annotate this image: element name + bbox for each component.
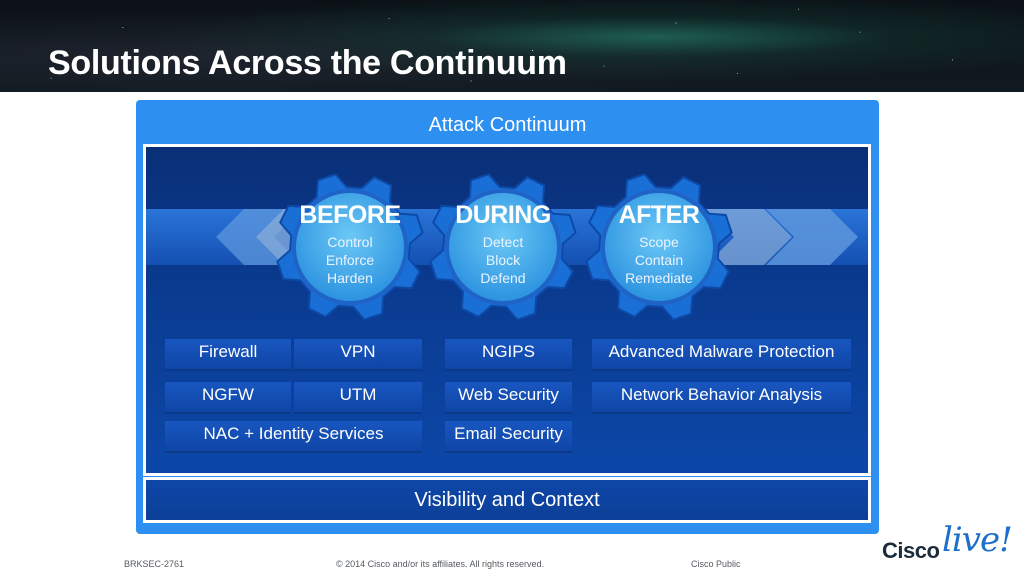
logo-cisco-word: Cisco — [882, 538, 940, 563]
solution-web-security: Web Security — [445, 382, 572, 414]
phase-after-line-1: Scope — [639, 234, 679, 250]
footer-copyright: © 2014 Cisco and/or its affiliates. All … — [336, 559, 545, 569]
solution-network-behavior-analysis: Network Behavior Analysis — [592, 382, 851, 414]
solution-ngips: NGIPS — [445, 339, 572, 371]
attack-continuum-label: Attack Continuum — [428, 114, 587, 136]
gear-after-icon — [585, 173, 733, 321]
gear-during-icon — [429, 173, 577, 321]
cisco-live-logo: Cisco live! — [880, 516, 1013, 566]
solutions-panel: BEFORE Control Enforce Harden DURING Det… — [143, 144, 871, 476]
footer-session-id: BRKSEC-2761 — [124, 559, 185, 569]
phase-after-line-2: Contain — [634, 252, 684, 268]
phase-before-line-3: Harden — [327, 270, 373, 286]
title-banner: Solutions Across the Continuum — [0, 0, 1024, 92]
phase-during-title: DURING — [455, 201, 551, 229]
phase-during-line-1: Detect — [482, 234, 524, 250]
visibility-context-bar: Visibility and Context — [143, 477, 871, 523]
solution-vpn: VPN — [294, 339, 422, 371]
phase-during-line-3: Defend — [480, 270, 526, 286]
phase-before-line-1: Control — [327, 234, 373, 250]
phase-during-line-2: Block — [485, 252, 521, 268]
continuum-arrow-diagram — [146, 173, 868, 321]
phase-after-title: AFTER — [618, 201, 700, 229]
gear-group — [276, 173, 733, 321]
phase-before-line-2: Enforce — [325, 252, 375, 268]
gear-before-icon — [276, 173, 424, 321]
solution-utm: UTM — [294, 382, 422, 414]
solutions-panel-background: BEFORE Control Enforce Harden DURING Det… — [146, 147, 868, 473]
solution-email-security: Email Security — [445, 421, 572, 453]
solution-ngfw: NGFW — [165, 382, 291, 414]
phase-after-line-3: Remediate — [625, 270, 693, 286]
attack-continuum-frame: Attack Continuum — [136, 100, 879, 534]
page-title: Solutions Across the Continuum — [48, 44, 567, 82]
logo-live-word: live! — [942, 520, 1013, 560]
phase-before-title: BEFORE — [299, 201, 401, 229]
solution-firewall: Firewall — [165, 339, 291, 371]
visibility-context-label: Visibility and Context — [146, 480, 868, 520]
solution-advanced-malware-protection: Advanced Malware Protection — [592, 339, 851, 371]
footer-classification: Cisco Public — [691, 559, 741, 569]
solution-nac-identity-services: NAC + Identity Services — [165, 421, 422, 453]
